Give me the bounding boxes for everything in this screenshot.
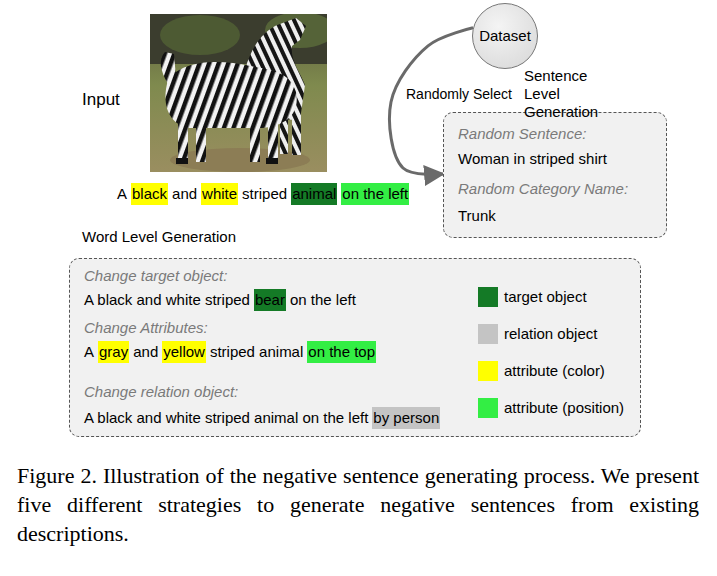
sentence-part: gray (98, 341, 129, 363)
sentence-part: by person (372, 407, 440, 429)
legend-text: attribute (position) (504, 399, 624, 417)
legend-swatch (478, 324, 498, 344)
input-label: Input (82, 90, 120, 110)
sentence-part: on the left (290, 291, 356, 309)
text-row: Agrayandyellowstriped animalon the top (84, 341, 376, 363)
text-row: Random Sentence: (458, 125, 586, 143)
legend-text: attribute (color) (504, 362, 605, 380)
text-row: A black and white striped animal on the … (84, 407, 440, 429)
description-word: A (117, 185, 127, 203)
text-row: Change relation object: (84, 383, 238, 401)
description-word: white (201, 183, 238, 205)
legend-swatch (478, 361, 498, 381)
strategy-name: Change target object: (84, 267, 227, 285)
box-heading: Sentence Level Generation (524, 67, 624, 121)
box-heading: Word Level Generation (82, 228, 342, 246)
legend-swatch (478, 287, 498, 307)
description-word: and (172, 185, 197, 203)
sentence-part: A black and white striped (84, 291, 250, 309)
sentence-part: and (133, 343, 158, 361)
dataset-circle: Dataset (472, 3, 538, 69)
text-row: Change Attributes: (84, 319, 208, 337)
sentence-part: A black and white striped animal on the … (84, 409, 368, 427)
sentence-part: A (84, 343, 94, 361)
legend-swatch (478, 398, 498, 418)
strategy-name: Change relation object: (84, 383, 238, 401)
sentence-part: on the top (307, 341, 376, 363)
legend-entry: target object (478, 287, 587, 307)
description-word: on the left (341, 183, 409, 205)
generation-box: Sentence Level GenerationRandom Sentence… (443, 112, 667, 238)
text-row: Trunk (458, 207, 496, 225)
text-row: Random Category Name: (458, 180, 628, 198)
text-row: A black and white stripedbearon the left (84, 289, 356, 311)
sentence-part: striped animal (210, 343, 303, 361)
description-word: black (131, 183, 168, 205)
sentence-part: Dataset (479, 27, 531, 45)
text-row: Woman in striped shirt (458, 150, 607, 168)
edge-label: Randomly Select (404, 86, 514, 103)
sentence-part: yellow (162, 341, 206, 363)
photo-description: Ablackandwhitestripedanimalon the left (117, 183, 409, 205)
text-row: Change target object: (84, 267, 227, 285)
strategy-name: Change Attributes: (84, 319, 208, 337)
description-word: striped (242, 185, 287, 203)
strategy-name: Random Category Name: (458, 180, 628, 198)
text-row: Dataset (479, 27, 531, 45)
legend-text: target object (504, 288, 587, 306)
figure-caption: Figure 2. Illustration of the negative s… (17, 461, 699, 548)
legend-entry: attribute (position) (478, 398, 624, 418)
legend-entry: attribute (color) (478, 361, 605, 381)
description-word: animal (291, 183, 337, 205)
legend-entry: relation object (478, 324, 597, 344)
sentence-part: bear (254, 289, 286, 311)
sentence-part: Trunk (458, 207, 496, 225)
strategy-name: Random Sentence: (458, 125, 586, 143)
legend-text: relation object (504, 325, 597, 343)
sentence-part: Woman in striped shirt (458, 150, 607, 168)
